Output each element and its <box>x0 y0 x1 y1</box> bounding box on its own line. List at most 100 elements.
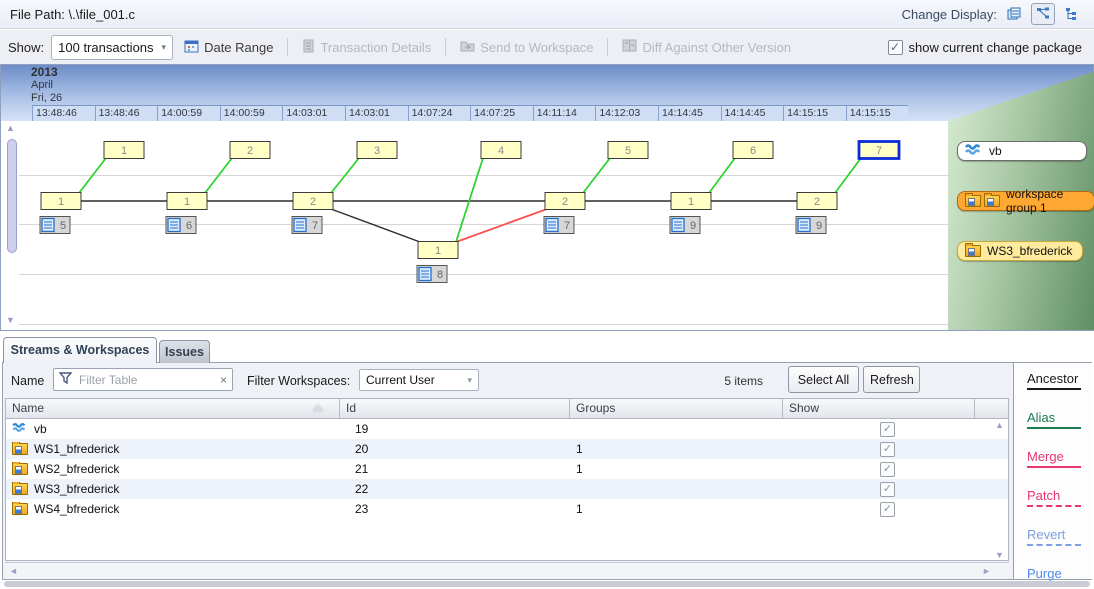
workspaces-table: Name Id Groups Show vb 19 ✓ WS1_bfrederi… <box>5 398 1009 561</box>
change-display-group: Change Display: <box>902 3 1084 25</box>
time-tick: 14:07:24 <box>407 106 471 121</box>
version-node[interactable] <box>480 141 522 159</box>
select-all-button[interactable]: Select All <box>788 366 859 393</box>
change-package-checkbox[interactable]: ✓ <box>887 39 903 55</box>
time-tick: 14:12:03 <box>595 106 658 121</box>
table-header: Name Id Groups Show <box>6 399 1008 419</box>
filter-table-field[interactable] <box>77 371 215 388</box>
scroll-up-icon[interactable]: ▲ <box>6 123 15 133</box>
timeline-day: Fri, 26 <box>31 92 63 104</box>
show-checkbox[interactable]: ✓ <box>880 461 895 477</box>
transaction-number: 7 <box>312 220 318 232</box>
version-node[interactable] <box>544 192 586 210</box>
graph-vertical-scrollbar[interactable]: ▲ ▼ <box>3 123 18 327</box>
scroll-up-icon[interactable]: ▲ <box>995 420 1004 430</box>
name-filter-label: Name <box>11 374 45 388</box>
time-tick: 14:00:59 <box>157 106 220 121</box>
stream-label-workspace-group[interactable]: workspace group 1 <box>957 187 1094 215</box>
document-icon <box>302 39 315 56</box>
stream-label-ws3[interactable]: WS3_bfrederick <box>957 241 1083 261</box>
version-number: 5 <box>625 145 631 157</box>
version-node[interactable] <box>607 141 649 159</box>
version-node-selected[interactable] <box>857 140 901 160</box>
table-row[interactable]: vb 19 ✓ <box>6 419 1008 439</box>
edge-promote <box>330 157 360 194</box>
version-graph-panel: 2013 April Fri, 26 13:48:46 13:48:46 14:… <box>0 64 1094 331</box>
version-node[interactable] <box>796 192 838 210</box>
scroll-left-icon[interactable]: ◄ <box>9 566 18 576</box>
version-number: 2 <box>562 196 568 208</box>
version-node[interactable] <box>670 192 712 210</box>
streams-workspaces-content: Name × Filter Workspaces: Current User ▾… <box>2 362 1092 585</box>
version-node[interactable] <box>292 192 334 210</box>
stream-tree-view-icon[interactable] <box>1060 3 1084 25</box>
show-checkbox[interactable]: ✓ <box>880 441 895 457</box>
tab-streams-workspaces[interactable]: Streams & Workspaces <box>3 337 157 363</box>
table-row[interactable]: WS1_bfrederick 20 1 ✓ <box>6 439 1008 459</box>
transaction-number: 6 <box>186 220 192 232</box>
filter-workspaces-dropdown[interactable]: Current User ▾ <box>359 369 479 391</box>
transaction-number: 9 <box>690 220 696 232</box>
show-checkbox[interactable]: ✓ <box>880 421 895 437</box>
timeline-date: 2013 April Fri, 26 <box>31 66 62 105</box>
edge-promote <box>708 157 736 194</box>
column-header-show[interactable]: Show <box>783 399 975 418</box>
scroll-down-icon[interactable]: ▼ <box>6 315 15 325</box>
toolbar-separator <box>607 38 609 56</box>
show-label: Show: <box>8 39 45 55</box>
scroll-down-icon[interactable]: ▼ <box>995 550 1004 560</box>
table-row[interactable]: WS4_bfrederick 23 1 ✓ <box>6 499 1008 519</box>
version-node[interactable] <box>166 192 208 210</box>
version-graph-view-icon[interactable] <box>1031 3 1055 25</box>
check-icon: ✓ <box>890 40 901 54</box>
time-tick: 14:15:15 <box>783 106 846 121</box>
column-header-groups[interactable]: Groups <box>570 399 783 418</box>
filter-table-input[interactable]: × <box>53 368 233 391</box>
date-range-button[interactable]: Date Range <box>180 37 277 58</box>
edge-promote <box>582 157 611 194</box>
diff-button[interactable]: Diff Against Other Version <box>618 37 795 57</box>
table-horizontal-scrollbar[interactable]: ◄ ► <box>5 562 1009 579</box>
refresh-button[interactable]: Refresh <box>863 366 920 393</box>
column-header-name[interactable]: Name <box>6 399 340 418</box>
transaction-details-button[interactable]: Transaction Details <box>298 37 435 58</box>
scrollbar-thumb[interactable] <box>7 139 17 253</box>
window-bottom-scrollbar[interactable] <box>4 581 1090 587</box>
version-node[interactable] <box>732 141 774 159</box>
version-node[interactable] <box>229 141 271 159</box>
version-node[interactable] <box>40 192 82 210</box>
tab-issues[interactable]: Issues <box>159 340 210 363</box>
show-checkbox[interactable]: ✓ <box>880 501 895 517</box>
funnel-icon <box>58 372 73 387</box>
transactions-value: 100 transactions <box>58 39 154 55</box>
column-header-id[interactable]: Id <box>340 399 570 418</box>
stream-waves-icon <box>964 143 983 159</box>
table-vertical-scrollbar[interactable]: ▲ ▼ <box>991 420 1008 561</box>
version-node[interactable] <box>103 141 145 159</box>
time-tick: 14:00:59 <box>219 106 283 121</box>
filter-workspaces-value: Current User <box>366 373 435 387</box>
file-path-label: File Path: \.\file_001.c <box>10 6 136 22</box>
transactions-dropdown[interactable]: 100 transactions ▾ <box>51 34 174 60</box>
show-checkbox[interactable]: ✓ <box>880 481 895 497</box>
stream-label-vb[interactable]: vb <box>957 141 1087 161</box>
edge-merge <box>455 208 548 243</box>
legend-revert: Revert <box>1027 527 1081 546</box>
scroll-right-icon[interactable]: ► <box>982 566 991 576</box>
version-node[interactable] <box>417 241 459 259</box>
edge-promote <box>78 157 107 194</box>
filter-workspaces-label: Filter Workspaces: <box>247 374 351 388</box>
transaction-number: 9 <box>816 220 822 232</box>
change-display-label: Change Display: <box>901 6 997 22</box>
table-row[interactable]: WS3_bfrederick 22 ✓ <box>6 479 1008 499</box>
table-row[interactable]: WS2_bfrederick 21 1 ✓ <box>6 459 1008 479</box>
table-view-icon[interactable] <box>1002 3 1026 25</box>
edge-type-legend: Ancestor Alias Merge Patch Revert Purge <box>1013 363 1092 585</box>
send-to-workspace-button[interactable]: Send to Workspace <box>456 37 597 57</box>
version-node[interactable] <box>356 141 398 159</box>
edge-link <box>330 208 421 243</box>
folder-arrow-icon <box>460 39 475 55</box>
clear-filter-icon[interactable]: × <box>219 372 227 387</box>
folder-user-icon <box>965 243 981 257</box>
